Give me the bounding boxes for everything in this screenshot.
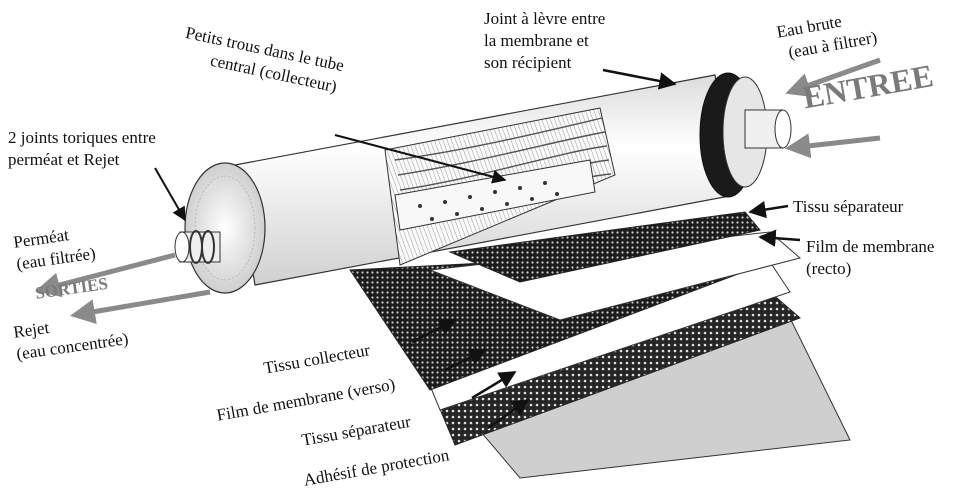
leader-joint-levre (602, 68, 677, 90)
leader-film-verso (444, 348, 487, 372)
leader-tissu-separateur-top (748, 200, 789, 219)
feed-inlet-opening (774, 109, 792, 149)
label-film-recto: Film de membrane (recto) (806, 236, 934, 280)
label-tissu-separateur-top: Tissu séparateur (793, 197, 904, 216)
leader-petits-trous (334, 134, 507, 184)
leader-adhesif (487, 398, 530, 430)
label-joints-toriques-line2: perméat et Rejet (8, 150, 120, 169)
raw-water-inlet-arrow-2 (785, 133, 881, 159)
raw-water-inlet-arrow (785, 57, 881, 98)
left-end-winding (194, 175, 256, 281)
leader-tissu-collecteur (411, 318, 457, 344)
label-joint-levre: Joint à lèvre entre la membrane et son r… (484, 8, 605, 74)
leader-film-recto (758, 229, 801, 247)
label-joint-levre-line3: son récipient (484, 53, 572, 72)
label-film-recto-line1: Film de membrane (806, 237, 935, 256)
permeate-outlet-arrow (35, 252, 176, 298)
permeate-outlet-tube (174, 230, 221, 264)
leader-tissu-separateur-bottom (471, 370, 517, 400)
collector-holes (418, 181, 559, 221)
label-film-recto-line2: (recto) (806, 259, 852, 278)
wound-layer-lines (394, 117, 612, 221)
left-end-cap (184, 162, 266, 294)
label-joint-levre-line1: Joint à lèvre entre (484, 9, 606, 28)
reject-outlet-arrow (70, 289, 211, 324)
label-joint-levre-line2: la membrane et (484, 31, 589, 50)
label-joints-toriques: 2 joints toriques entre perméat et Rejet (8, 127, 156, 171)
central-collector-tube (394, 159, 596, 231)
leader-joints-toriques (154, 167, 186, 222)
label-joints-toriques-line1: 2 joints toriques entre (8, 128, 156, 147)
